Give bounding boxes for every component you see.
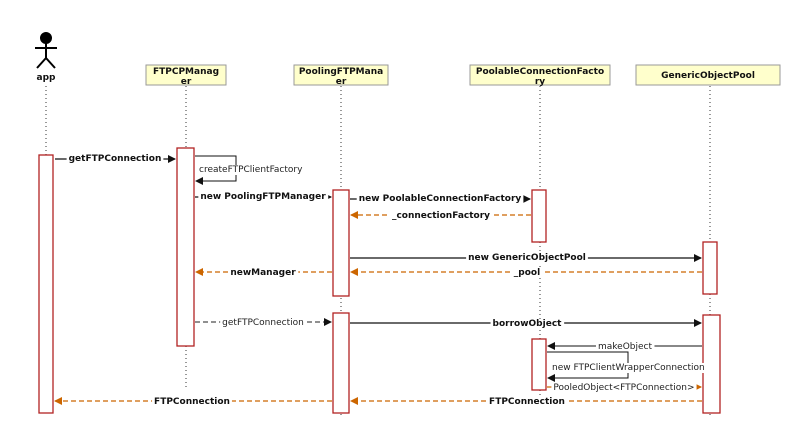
activation-genericobjectpool-1: [702, 241, 718, 295]
label-backing: [197, 165, 306, 175]
participant-genericobjectpool: GenericObjectPool: [635, 64, 781, 86]
message-new-ftpclientwrapperconnection: new FTPClientWrapperConnection: [547, 351, 707, 382]
message-borrowobject: borrowObject: [350, 319, 702, 329]
participant-label-cont: ry: [535, 77, 545, 87]
message-label: new GenericObjectPool: [468, 253, 586, 263]
participant-label: GenericObjectPool: [661, 71, 755, 81]
message-makeobject: makeObject: [547, 342, 702, 352]
participant-label-cont: er: [336, 77, 347, 87]
label-backing: [466, 253, 588, 263]
message-label: new PoolingFTPManager: [200, 192, 326, 202]
message-label: FTPConnection: [489, 397, 565, 407]
message-label: _pool: [514, 268, 540, 278]
participant-poolingftpmanager: PoolingFTPMana er: [293, 64, 389, 87]
message-label: _connectionFactory: [392, 211, 490, 221]
message-pool-return: _pool: [350, 268, 702, 278]
label-backing: [198, 192, 329, 202]
label-backing: [550, 363, 707, 373]
activation-ftpcpmanager: [176, 147, 195, 347]
message-label: PooledObject<FTPConnection>: [553, 383, 694, 393]
message-newmanager-return: newManager: [195, 268, 332, 278]
participant-label: PoolableConnectionFacto: [476, 67, 604, 77]
message-pooledobject-return: PooledObject<FTPConnection>: [547, 383, 702, 393]
label-backing: [152, 397, 232, 407]
message-ftpconnection-return-app: FTPConnection: [54, 397, 332, 407]
label-backing: [490, 319, 565, 329]
participant-label: PoolingFTPMana: [299, 67, 383, 77]
label-backing: [356, 194, 524, 204]
activation-poolingftpmanager-1: [332, 189, 350, 297]
message-label: getFTPConnection: [222, 318, 304, 328]
label-backing: [389, 211, 493, 221]
message-label: createFTPClientFactory: [199, 165, 303, 175]
message-createftpclientfactory: createFTPClientFactory: [195, 155, 306, 185]
label-backing: [595, 342, 655, 352]
message-label: new PoolableConnectionFactory: [359, 194, 522, 204]
message-label: borrowObject: [493, 319, 563, 329]
message-label: makeObject: [598, 342, 652, 352]
activations: [38, 147, 721, 414]
label-backing: [487, 397, 567, 407]
message-label: getFTPConnection: [69, 154, 162, 164]
message-label: newManager: [230, 268, 296, 278]
actor-label: app: [37, 73, 57, 83]
message-label: new FTPClientWrapperConnection: [552, 363, 705, 373]
message-new-poolingftpmanager: new PoolingFTPManager: [195, 192, 332, 202]
actor-app: app: [35, 32, 57, 83]
participant-poolableconnectionfactory: PoolableConnectionFacto ry: [469, 64, 611, 87]
stick-figure-icon: [35, 32, 57, 69]
message-getftpconnection: getFTPConnection: [55, 154, 176, 164]
activation-poolableconnectionfactory-2: [531, 338, 547, 391]
participant-ftpcpmanager: FTPCPManag er: [145, 64, 227, 87]
message-new-genericobjectpool: new GenericObjectPool: [350, 253, 702, 263]
activation-poolingftpmanager-2: [332, 312, 350, 414]
message-label: FTPConnection: [154, 397, 230, 407]
activation-app: [38, 154, 54, 414]
label-backing: [511, 268, 543, 278]
label-backing: [66, 154, 164, 164]
label-backing: [228, 268, 299, 278]
message-ftpconnection-return-pooling: FTPConnection: [350, 397, 702, 407]
label-backing: [551, 383, 697, 393]
activation-poolableconnectionfactory-1: [531, 189, 547, 243]
participant-label-cont: er: [181, 77, 192, 87]
participant-label: FTPCPManag: [153, 67, 219, 77]
label-backing: [220, 318, 306, 328]
message-getftpconnection-2: getFTPConnection: [195, 318, 332, 328]
message-new-poolableconnectionfactory: new PoolableConnectionFactory: [350, 194, 531, 204]
message-connectionfactory-return: _connectionFactory: [350, 211, 531, 221]
